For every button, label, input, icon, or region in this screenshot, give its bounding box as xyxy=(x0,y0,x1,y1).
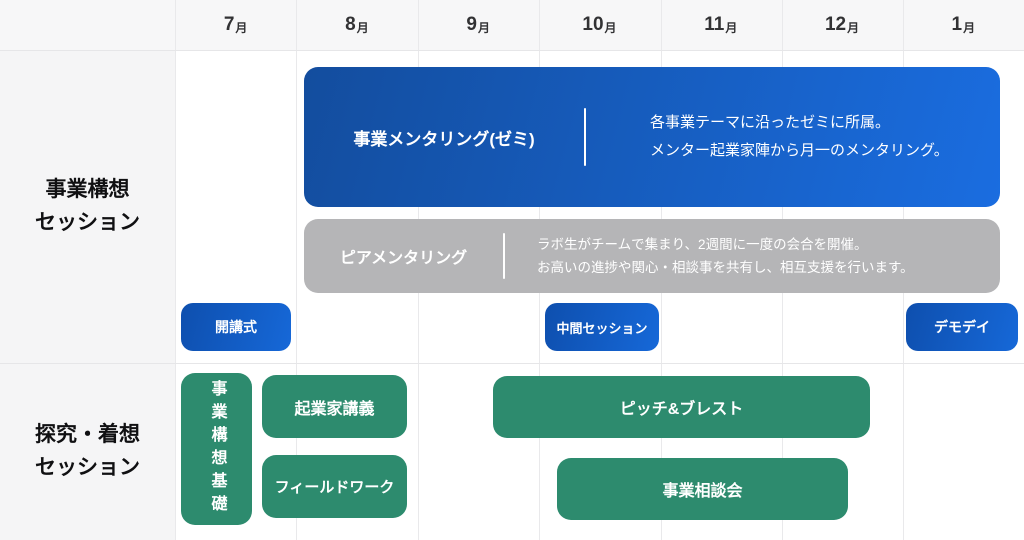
row-divider xyxy=(0,363,1024,364)
month-unit: 月 xyxy=(356,20,369,35)
kickoff-label: 開講式 xyxy=(215,319,257,335)
section-label-line: セッション xyxy=(35,456,140,479)
peer-mentoring-bar: ピアメンタリング ラボ生がチームで集まり、2週間に一度の会合を開催。 お高いの進… xyxy=(304,219,1000,293)
month-number: 12 xyxy=(824,14,847,35)
business-mentoring-bar: 事業メンタリング(ゼミ) 各事業テーマに沿ったゼミに所属。 メンター起業家陣から… xyxy=(304,67,1000,207)
pitch-brainstorm-box: ピッチ&ブレスト xyxy=(493,376,870,438)
entrepreneur-lecture-label: 起業家講義 xyxy=(294,400,375,418)
entrepreneur-lecture-box: 起業家講義 xyxy=(262,375,407,438)
section-label-exploration: 探究・着想 セッション xyxy=(0,418,175,484)
month-number: 10 xyxy=(582,14,604,35)
kickoff-event-chip: 開講式 xyxy=(181,303,291,351)
fieldwork-label: フィールドワーク xyxy=(274,479,395,496)
month-unit: 月 xyxy=(847,20,860,35)
column-divider xyxy=(175,0,176,540)
column-divider xyxy=(296,0,297,540)
midterm-session-chip: 中間セッション xyxy=(545,303,659,351)
business-consultation-label: 事業相談会 xyxy=(662,483,743,500)
month-unit: 月 xyxy=(725,20,738,35)
description-line: ラボ生がチームで集まり、2週間に一度の会合を開催。 xyxy=(537,237,868,252)
section-label-line: 探究・着想 xyxy=(35,423,140,446)
business-consultation-box: 事業相談会 xyxy=(557,458,848,520)
description-line: 各事業テーマに沿ったゼミに所属。 xyxy=(650,114,891,131)
midterm-label: 中間セッション xyxy=(556,320,648,336)
business-mentoring-title: 事業メンタリング(ゼミ) xyxy=(353,129,535,149)
business-mentoring-description: 各事業テーマに沿ったゼミに所属。 メンター起業家陣から月一のメンタリング。 xyxy=(650,109,1000,165)
section-label-business-concept: 事業構想 セッション xyxy=(0,173,175,239)
section-label-column xyxy=(0,50,175,540)
month-number: 11 xyxy=(704,14,725,35)
section-label-line: セッション xyxy=(35,211,140,234)
month-unit: 月 xyxy=(477,20,490,35)
business-concept-basics-box: 事業構想基礎 xyxy=(181,373,252,525)
month-number: 9 xyxy=(466,14,477,35)
description-line: お高いの進捗や関心・相談事を共有し、相互支援を行います。 xyxy=(537,260,914,275)
month-unit: 月 xyxy=(604,20,617,35)
peer-mentoring-title: ピアメンタリング xyxy=(339,250,468,267)
demo-day-chip: デモデイ xyxy=(906,303,1018,351)
header-divider xyxy=(0,50,1024,51)
header-spacer xyxy=(0,0,175,50)
peer-mentoring-description: ラボ生がチームで集まり、2週間に一度の会合を開催。 お高いの進捗や関心・相談事を… xyxy=(537,233,1000,279)
month-number: 7 xyxy=(223,14,235,35)
bar-divider-line xyxy=(584,108,586,166)
month-unit: 月 xyxy=(963,20,976,35)
section-label-line: 事業構想 xyxy=(45,178,130,201)
business-concept-basics-label: 事業構想基礎 xyxy=(208,380,226,518)
description-line: メンター起業家陣から月一のメンタリング。 xyxy=(650,142,949,159)
month-header-band xyxy=(0,0,1024,50)
month-unit: 月 xyxy=(235,20,248,35)
month-number: 8 xyxy=(345,14,356,35)
demo-day-label: デモデイ xyxy=(934,319,990,335)
fieldwork-box: フィールドワーク xyxy=(262,455,407,518)
bar-divider-line xyxy=(503,233,505,279)
pitch-brainstorm-label: ピッチ&ブレスト xyxy=(619,401,744,418)
month-number: 1 xyxy=(951,14,963,35)
